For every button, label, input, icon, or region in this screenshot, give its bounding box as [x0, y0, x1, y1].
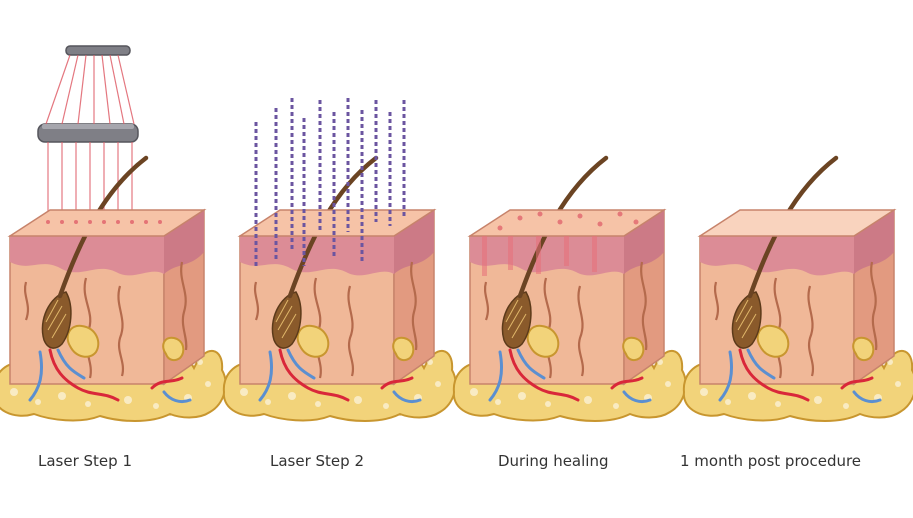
caption-laser-step-2: Laser Step 2 [270, 452, 364, 470]
panel-laser-step-2 [224, 98, 456, 421]
panel-post-procedure [684, 158, 913, 421]
caption-during-healing: During healing [498, 452, 609, 470]
fractional-columns [254, 98, 406, 268]
panel-during-healing [454, 158, 686, 421]
caption-post-procedure: 1 month post procedure [680, 452, 862, 470]
caption-laser-step-1: Laser Step 1 [38, 452, 132, 470]
laser-device [37, 45, 139, 220]
panel-laser-step-1 [0, 45, 226, 421]
